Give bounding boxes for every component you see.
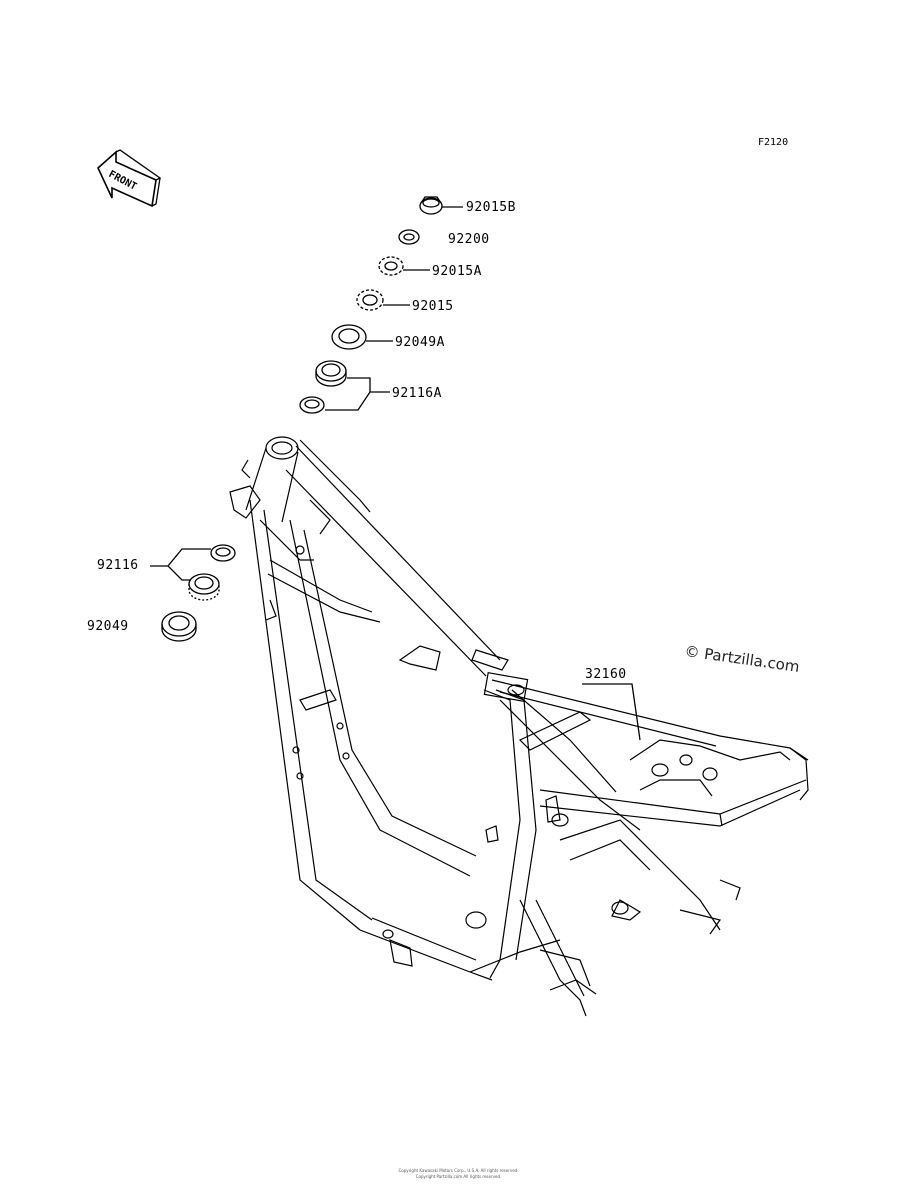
- leader-32160: [582, 684, 640, 740]
- label-92049A: 92049A: [395, 335, 445, 350]
- copyright-footer: Copyright Kawasaki Motors Corp., U.S.A. …: [0, 1168, 917, 1180]
- part-92049A-seal: [332, 325, 393, 349]
- label-92015: 92015: [412, 299, 454, 314]
- part-92015B-nut: [420, 197, 463, 214]
- leader-92116: [168, 549, 211, 580]
- part-92116A-bearing-upper: [316, 361, 346, 386]
- label-92200: 92200: [448, 232, 490, 247]
- label-32160: 32160: [585, 667, 627, 682]
- label-92049: 92049: [87, 619, 129, 634]
- frame-32160: [230, 437, 808, 1016]
- figure-code: F2120: [758, 137, 789, 148]
- leader-92116A: [347, 378, 390, 392]
- part-92049-seal: [162, 612, 196, 641]
- label-92015B: 92015B: [466, 200, 516, 215]
- copyright-line-1: Copyright Kawasaki Motors Corp., U.S.A. …: [398, 1168, 519, 1173]
- part-92116-bearing: [211, 545, 235, 561]
- part-92200-washer: [399, 230, 419, 244]
- label-92015A: 92015A: [432, 264, 482, 279]
- front-arrow-icon: FRONT: [98, 150, 160, 206]
- part-92116-bearing-race: [189, 574, 219, 600]
- part-92015-nut: [357, 290, 410, 310]
- label-92116: 92116: [97, 558, 139, 573]
- part-92116A-bearing-lower: [300, 397, 324, 413]
- part-92015A-locknut: [379, 257, 430, 275]
- copyright-line-2: Copyright Partzilla.com All rights reser…: [415, 1174, 502, 1179]
- label-92116A: 92116A: [392, 386, 442, 401]
